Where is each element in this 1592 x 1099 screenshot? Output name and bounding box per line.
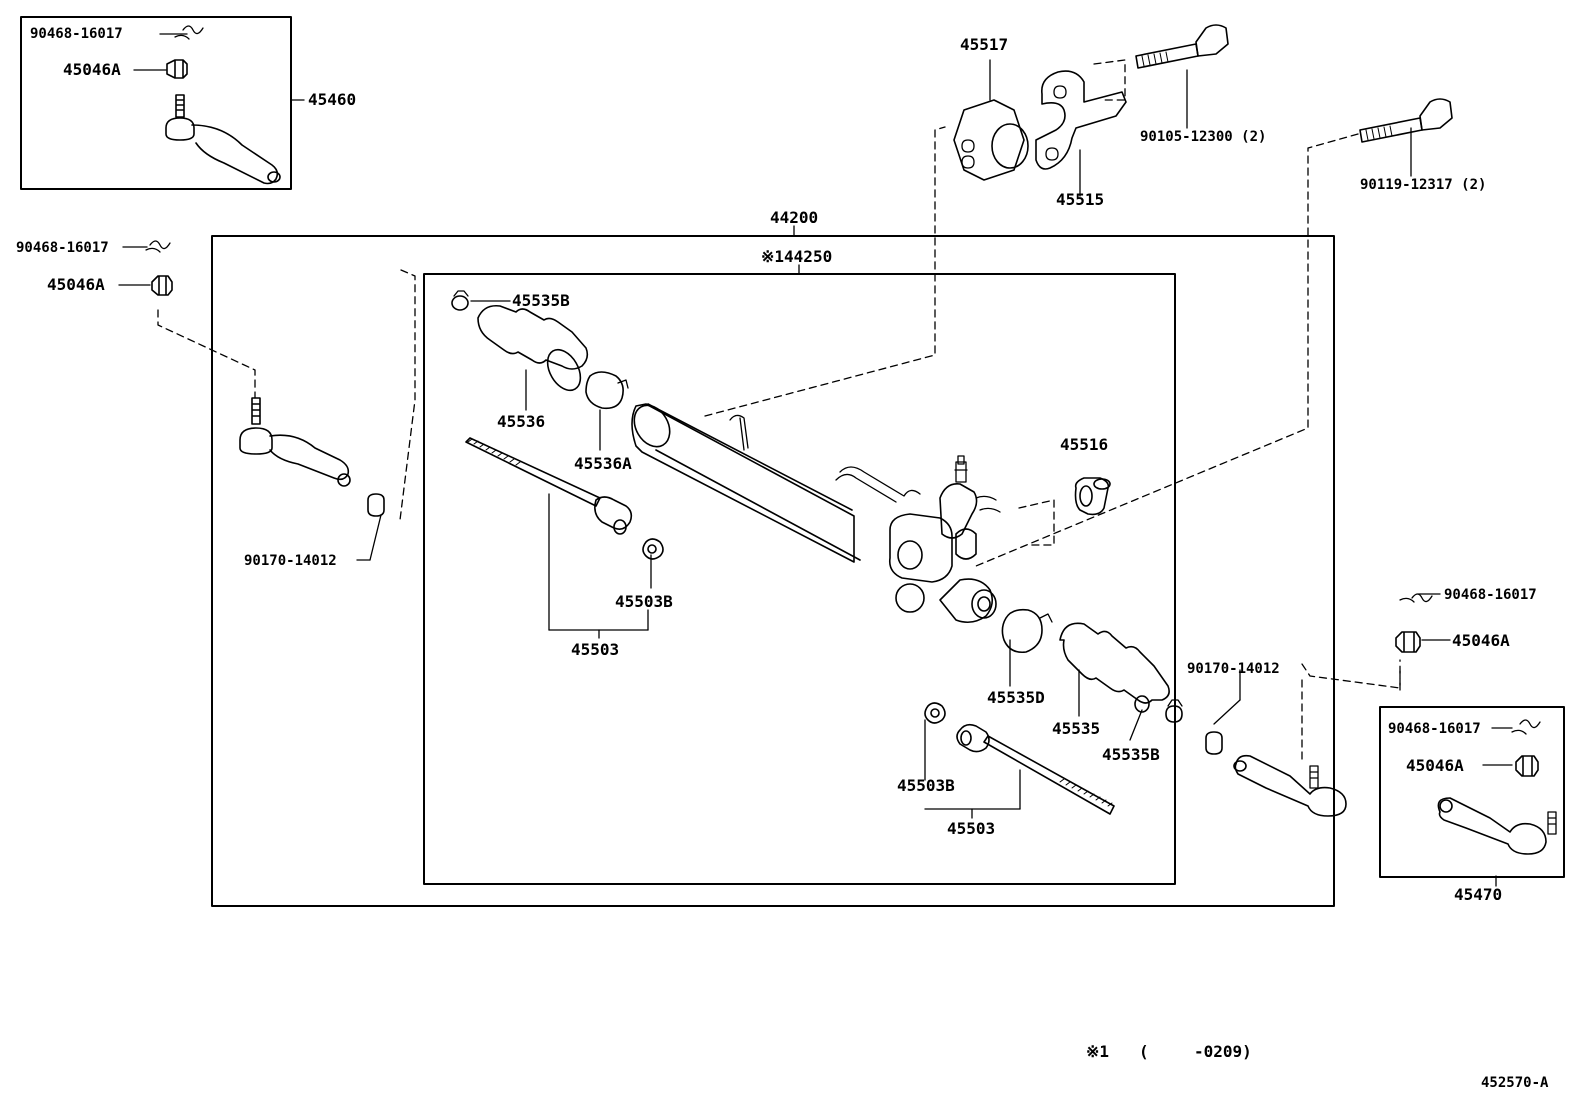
label-clip-90468-top-left[interactable]: 90468-16017 (30, 26, 123, 42)
inner-rod-45503-left (465, 437, 664, 560)
label-nut-45046A-left[interactable]: 45046A (47, 275, 105, 294)
tie-rod-end-45470 (1437, 719, 1557, 855)
label-locknut-90170-right[interactable]: 90170-14012 (1187, 661, 1280, 677)
bolt-90119 (1359, 98, 1453, 143)
footnote-range: -0209) (1194, 1042, 1252, 1061)
label-locknut-90170-left[interactable]: 90170-14012 (244, 553, 337, 569)
label-45535D[interactable]: 45535D (987, 688, 1045, 707)
nut-icon (166, 59, 188, 79)
label-44200[interactable]: 44200 (770, 208, 819, 227)
band-45536A-icon (585, 371, 624, 410)
boot-45535-icon (1059, 622, 1170, 704)
footnote-symbol: ※1 (1086, 1042, 1110, 1061)
label-45503-right[interactable]: 45503 (947, 819, 996, 838)
right-boot-assembly (1001, 608, 1183, 723)
nut-icon-45470 (1515, 755, 1539, 777)
locknut-icon-left (367, 493, 385, 517)
clamp-45535B-icon (451, 295, 469, 311)
label-45515[interactable]: 45515 (1056, 190, 1105, 209)
label-bolt-90105[interactable]: 90105-12300 (2) (1140, 129, 1267, 145)
label-nut-45046A-right[interactable]: 45046A (1452, 631, 1510, 650)
label-45536A[interactable]: 45536A (574, 454, 632, 473)
nut-icon-left (151, 275, 173, 296)
label-45503B-left[interactable]: 45503B (615, 592, 673, 611)
bracket-45515 (1035, 70, 1127, 170)
label-144250[interactable]: ※144250 (761, 247, 833, 266)
washer-45503B-icon (642, 538, 664, 560)
leader-lines (118, 33, 1513, 887)
band-45535D-icon (1001, 608, 1043, 654)
label-45535B-top[interactable]: 45535B (512, 291, 570, 310)
label-45517[interactable]: 45517 (960, 35, 1009, 54)
label-45503-left[interactable]: 45503 (571, 640, 620, 659)
tie-rod-end-left (145, 240, 385, 517)
bushing-45516 (1074, 477, 1111, 516)
frame-144250 (423, 273, 1176, 885)
figure-id: 452570-A (1481, 1075, 1549, 1091)
tie-rod-end-right (1205, 593, 1433, 817)
bracket-45517 (953, 99, 1029, 181)
label-45536[interactable]: 45536 (497, 412, 546, 431)
label-clip-90468-right[interactable]: 90468-16017 (1444, 587, 1537, 603)
frame-45470 (1379, 706, 1565, 878)
washer-45503B-icon (924, 702, 946, 724)
label-nut-45046A-bottom-right[interactable]: 45046A (1406, 756, 1464, 775)
label-clip-90468-left[interactable]: 90468-16017 (16, 240, 109, 256)
label-45516[interactable]: 45516 (1060, 435, 1109, 454)
label-45535B-bottom[interactable]: 45535B (1102, 745, 1160, 764)
label-nut-45046A-top-left[interactable]: 45046A (63, 60, 121, 79)
frame-45460 (20, 16, 292, 190)
bolt-90105 (1135, 24, 1229, 69)
rack-housing (631, 403, 1001, 624)
label-45460[interactable]: 45460 (308, 90, 357, 109)
nut-icon-right (1395, 631, 1421, 653)
footnote-open-paren: ( (1139, 1042, 1149, 1061)
label-clip-90468-bottom-right[interactable]: 90468-16017 (1388, 721, 1481, 737)
inner-rod-45503-right (924, 702, 1115, 815)
boot-45536-icon (477, 304, 589, 370)
label-45470[interactable]: 45470 (1454, 885, 1503, 904)
frame-44200 (211, 235, 1335, 907)
dashed-relation-lines (157, 59, 1401, 761)
tie-rod-end-45460 (165, 25, 281, 185)
label-bolt-90119[interactable]: 90119-12317 (2) (1360, 177, 1487, 193)
left-boot-assembly (451, 290, 629, 410)
label-45535[interactable]: 45535 (1052, 719, 1101, 738)
clamp-45535B-icon (1165, 705, 1183, 723)
label-45503B-right[interactable]: 45503B (897, 776, 955, 795)
locknut-icon-right (1205, 731, 1223, 755)
